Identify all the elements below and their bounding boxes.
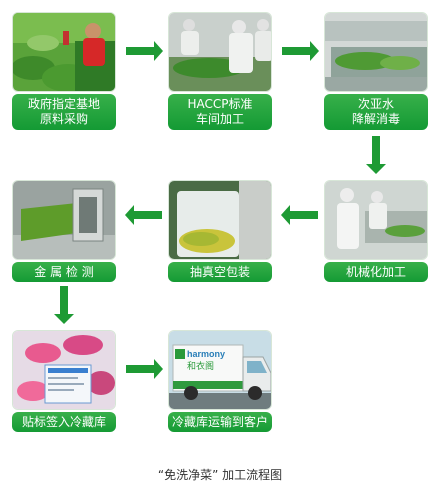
- step-3-label: 次亚水 降解消毒: [324, 94, 428, 130]
- step-3-label-line-1: 次亚水: [357, 97, 394, 111]
- refrigerated-truck-photo: harmony 和衣阁: [168, 330, 272, 410]
- step-5-label: 抽真空包装: [168, 262, 272, 282]
- truck-brand-cn-text: 和衣阁: [187, 360, 214, 372]
- step-4-label-line-1: 机械化加工: [345, 264, 406, 279]
- step-1-label-line-1: 政府指定基地: [27, 97, 100, 111]
- step-1-label-line-2: 原料采购: [39, 112, 88, 126]
- arrow-left-2-icon: [125, 205, 162, 225]
- arrow-right-1-icon: [126, 41, 163, 61]
- arrow-right-2-icon: [282, 41, 319, 61]
- step-6-label: 金 属 检 测: [12, 262, 116, 282]
- processing-machine-photo: [324, 180, 428, 260]
- wash-line-photo: [324, 12, 428, 92]
- labeled-package-photo: [12, 330, 116, 410]
- arrow-left-1-icon: [281, 205, 318, 225]
- arrow-down-1-icon: [366, 136, 386, 174]
- step-6-label-line-1: 金 属 检 测: [34, 264, 94, 279]
- step-8-label: 冷藏库运输到客户: [168, 412, 272, 432]
- truck-brand-text: harmony: [187, 349, 225, 359]
- figure-caption: “免洗净菜” 加工流程图: [157, 468, 283, 482]
- step-4-label: 机械化加工: [324, 262, 428, 282]
- step-2-label: HACCP标准 车间加工: [168, 94, 272, 130]
- step-8-label-line-1: 冷藏库运输到客户: [171, 414, 268, 429]
- step-2-label-line-2: 车间加工: [195, 112, 244, 126]
- step-7-label: 贴标签入冷藏库: [12, 412, 116, 432]
- step-7-label-line-1: 贴标签入冷藏库: [21, 414, 106, 429]
- step-2-label-line-1: HACCP标准: [187, 97, 253, 111]
- workshop-photo: [168, 12, 272, 92]
- metal-detector-photo: [12, 180, 116, 260]
- step-3-label-line-2: 降解消毒: [351, 112, 400, 126]
- step-1-label: 政府指定基地 原料采购: [12, 94, 116, 130]
- arrow-right-3-icon: [126, 359, 163, 379]
- step-5-label-line-1: 抽真空包装: [189, 264, 250, 279]
- field-harvest-photo: [12, 12, 116, 92]
- vacuum-bag-photo: [168, 180, 272, 260]
- arrow-down-2-icon: [54, 286, 74, 324]
